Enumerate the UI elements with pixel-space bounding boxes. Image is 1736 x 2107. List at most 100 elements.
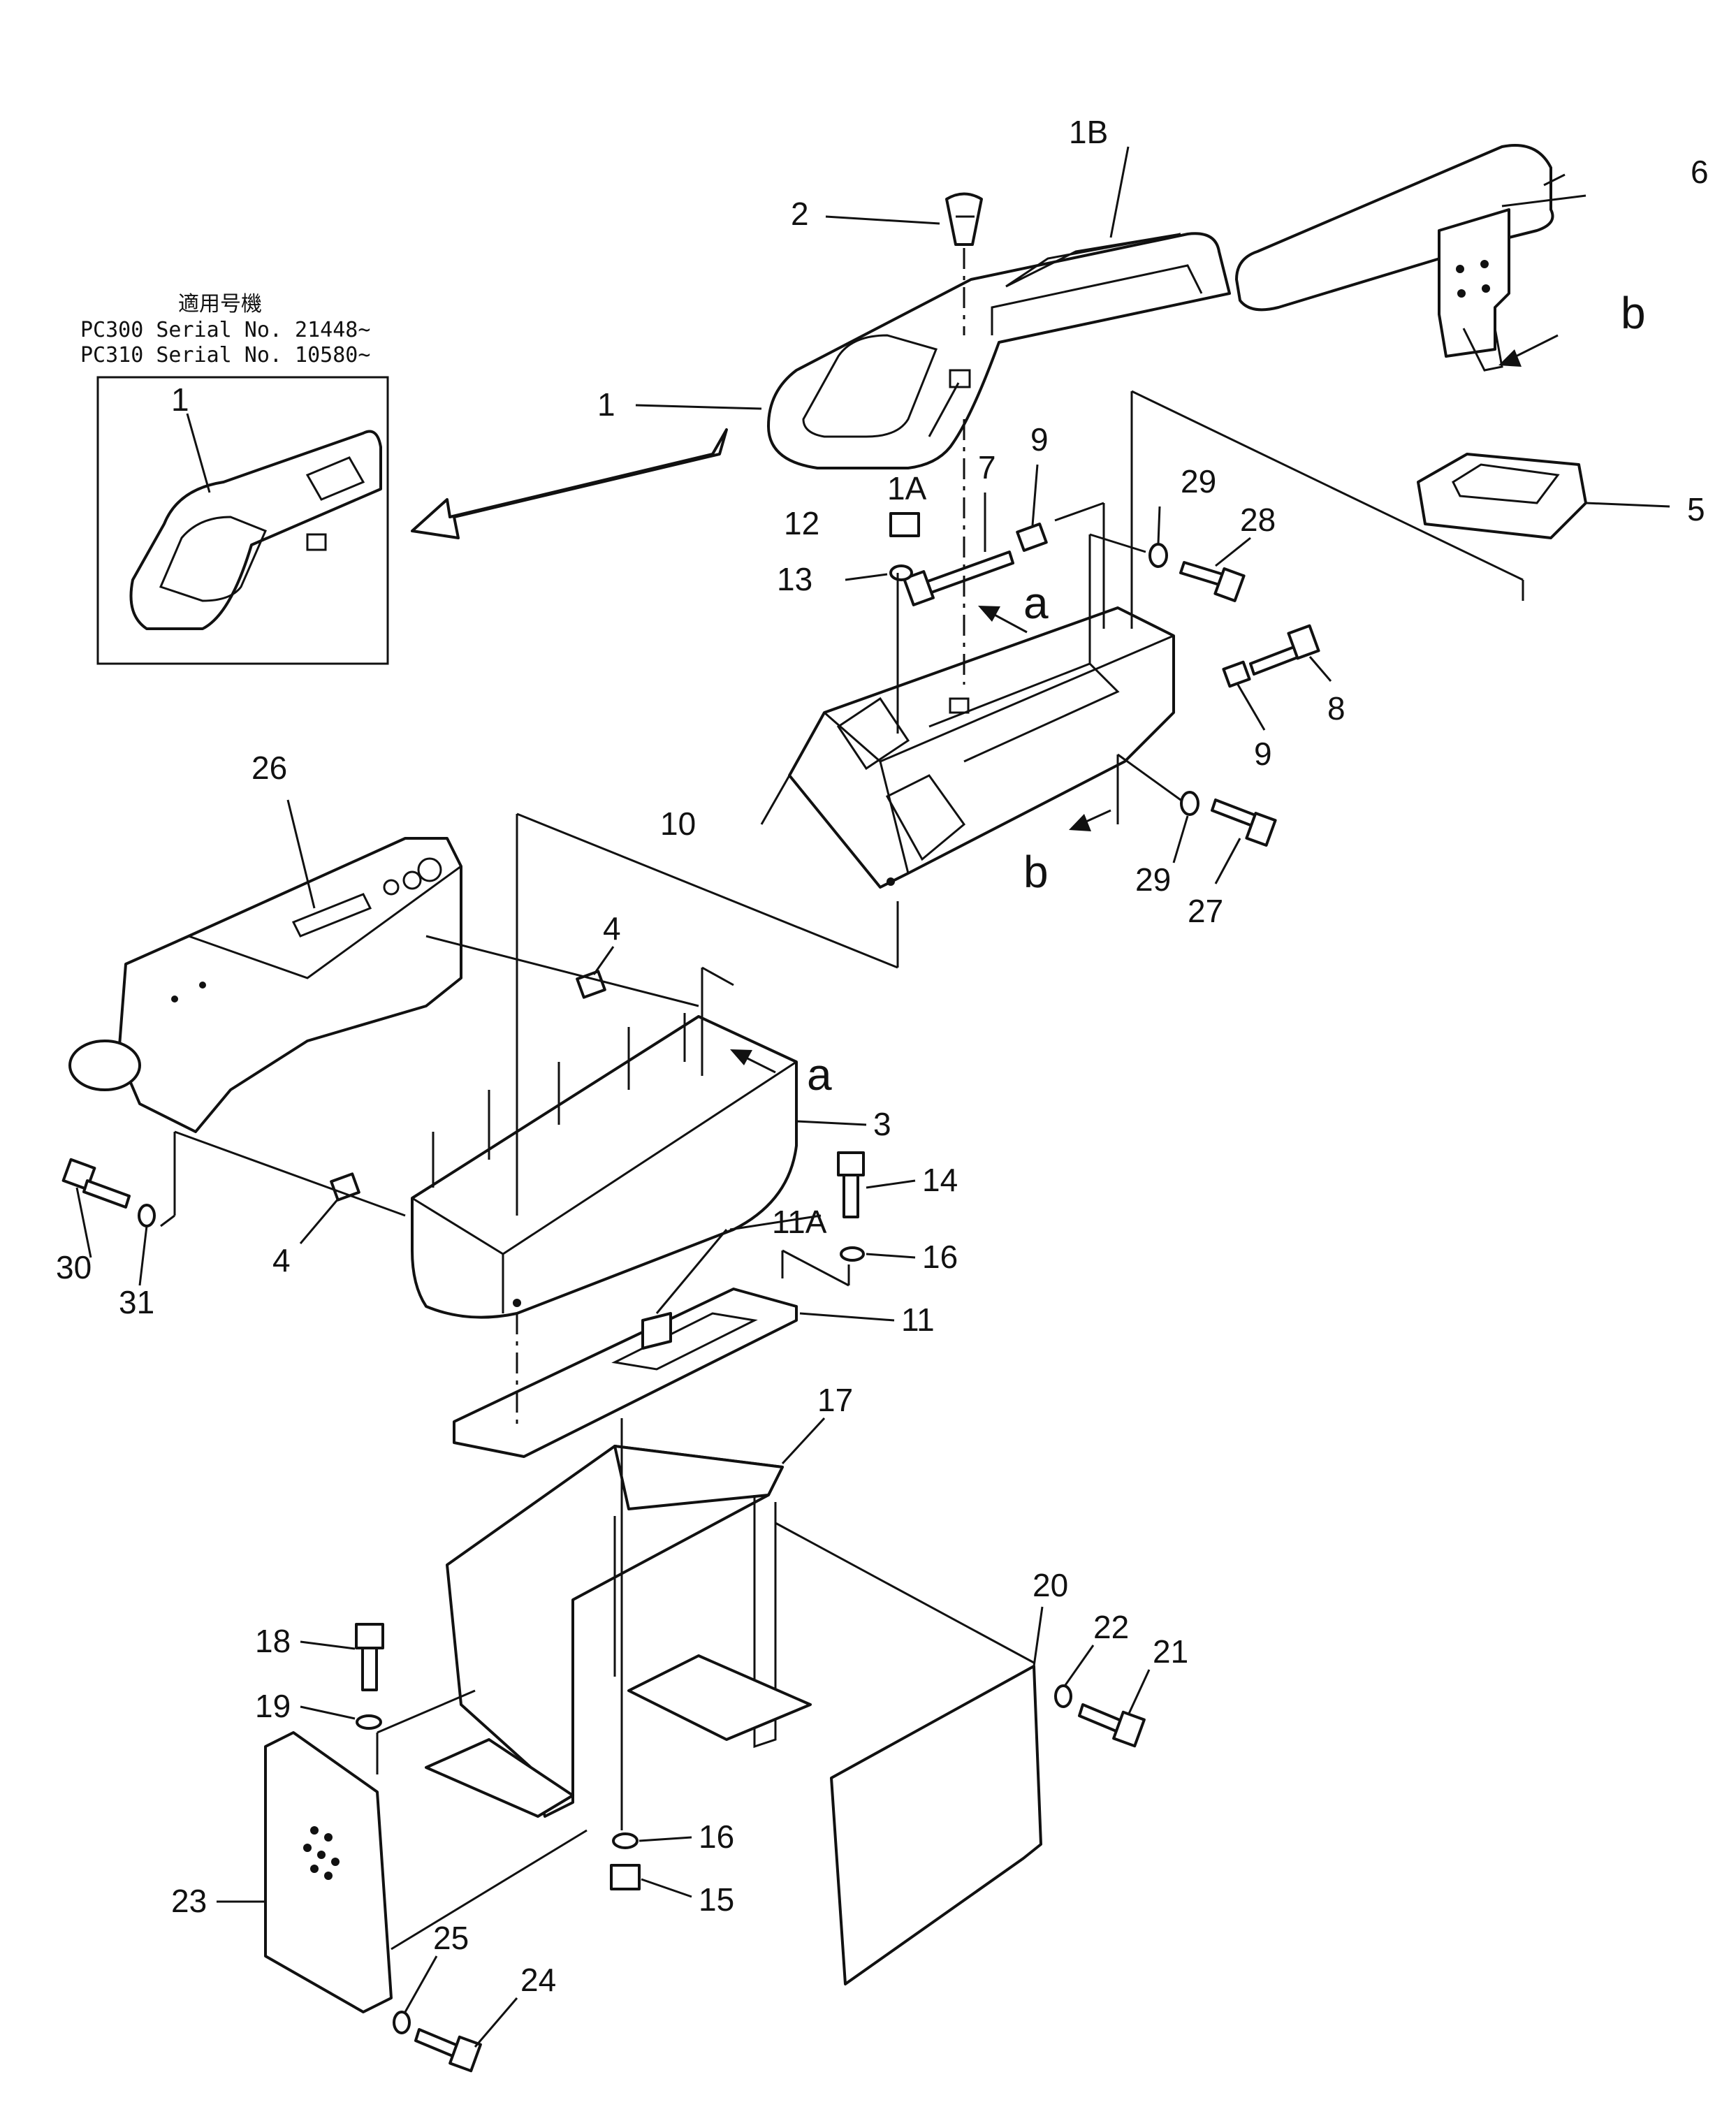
- leader-21: [1127, 1669, 1151, 1716]
- part-26-frame-top-edge: [188, 865, 462, 979]
- part-10-left-opening: [836, 697, 910, 771]
- part-18-bolt: [361, 1647, 378, 1691]
- label-29-upper: 29: [1181, 463, 1216, 500]
- part-20-panel-plate: [830, 1665, 1042, 1985]
- part-8-bolt: [1249, 645, 1301, 676]
- part-11a-cable: [655, 1229, 728, 1314]
- label-8: 8: [1327, 690, 1345, 727]
- label-24: 24: [520, 1962, 556, 1998]
- view-mark-a-lower: a: [807, 1049, 832, 1100]
- part-10-inner-tray: [928, 662, 1120, 763]
- leader-30: [75, 1187, 92, 1258]
- inset-leader-1: [186, 413, 211, 493]
- leader-6: [1543, 173, 1566, 187]
- part-17-foot-right: [627, 1654, 812, 1741]
- part-10-panel: [885, 774, 966, 861]
- label-28: 28: [1240, 502, 1276, 538]
- part-6-tab: [1462, 328, 1503, 372]
- inset-reference-arrow: [411, 428, 728, 539]
- part-1-cover-ridge: [991, 264, 1203, 335]
- inset-cover-slot: [305, 456, 365, 501]
- arrow-a-lower-head: [730, 1049, 752, 1065]
- serial-inset: 適用号機 PC300 Serial No. 21448~ PC310 Seria…: [80, 292, 389, 665]
- part-7-bolt: [921, 551, 1014, 596]
- part-4-spacer-lower: [330, 1172, 360, 1202]
- label-7: 7: [978, 449, 996, 486]
- part-12-nut: [889, 512, 920, 537]
- part-10-frame-body: [788, 606, 1175, 889]
- part-11-plate: [453, 1288, 798, 1458]
- part-6-hole-3: [1457, 289, 1466, 298]
- leader-2: [825, 215, 940, 225]
- part-10-frame-top-edge: [880, 634, 1174, 763]
- label-13: 13: [777, 561, 812, 597]
- leader-11a: [729, 1214, 822, 1231]
- part-1a-switch: [949, 369, 971, 388]
- inset-heading: 適用号機: [178, 292, 262, 316]
- leader-26: [286, 799, 316, 909]
- leader-5: [1585, 502, 1670, 508]
- label-14: 14: [922, 1162, 958, 1198]
- part-30-bolt: [82, 1179, 131, 1209]
- leader-1a: [928, 382, 960, 437]
- label-18: 18: [255, 1623, 291, 1659]
- part-20-side-panel: [830, 1665, 1042, 1985]
- guide-line-24: [377, 1689, 476, 1734]
- leader-19: [300, 1705, 356, 1720]
- part-26-hole-3: [417, 857, 442, 882]
- part-8-bolt-head: [1287, 624, 1320, 660]
- leader-27: [1214, 838, 1241, 884]
- arrow-b-lower-head: [1069, 814, 1091, 831]
- leader-1b: [1109, 146, 1130, 238]
- inset-console-cover: [129, 430, 382, 630]
- guide-line-7: [1089, 533, 1146, 553]
- part-29-washer-lower: [1180, 791, 1199, 816]
- leader-10: [760, 775, 791, 825]
- arrow-b-upper-head: [1498, 349, 1522, 367]
- arrow-a-upper-head: [978, 606, 1000, 622]
- part-6-bracket: [1438, 208, 1510, 358]
- label-1a: 1A: [887, 470, 927, 506]
- inset-cover-switch: [306, 533, 327, 551]
- part-23-perforations: [303, 1826, 340, 1880]
- part-1-cover-body: [767, 232, 1231, 469]
- part-22-washer: [1054, 1684, 1072, 1708]
- part-11-slot: [611, 1312, 758, 1371]
- part-10-switch: [949, 697, 970, 714]
- part-1-cover: [767, 232, 1231, 469]
- leader-8: [1308, 656, 1332, 682]
- label-19: 19: [255, 1688, 291, 1724]
- leader-29-lower: [1172, 815, 1189, 863]
- part-18-bolt-head: [355, 1623, 384, 1649]
- part-26-knob: [68, 1040, 141, 1091]
- label-10: 10: [660, 805, 696, 842]
- leader-9-lower: [1237, 684, 1266, 731]
- label-3: 3: [873, 1106, 891, 1142]
- label-16-upper: 16: [922, 1239, 958, 1275]
- leader-25: [404, 1955, 438, 2013]
- leader-29-upper: [1157, 506, 1161, 544]
- leader-14: [866, 1179, 916, 1189]
- label-30: 30: [56, 1249, 92, 1285]
- part-2-knob-shape: [945, 192, 983, 246]
- part-6-hole-2: [1480, 260, 1489, 268]
- guide-line-20: [782, 1249, 849, 1287]
- label-27: 27: [1188, 893, 1223, 929]
- leader-3: [796, 1120, 867, 1126]
- part-19-washer: [356, 1714, 382, 1730]
- assembly-lines: [160, 390, 1524, 1951]
- part-26-hole-2: [402, 870, 422, 890]
- label-4-lower: 4: [272, 1242, 291, 1278]
- inset-cover-window: [159, 516, 267, 602]
- leader-22: [1064, 1645, 1095, 1686]
- leader-4-lower: [299, 1197, 340, 1244]
- leader-28: [1215, 537, 1251, 567]
- part-1b-window: [1005, 233, 1181, 288]
- part-3-box-body: [411, 1015, 798, 1319]
- guide-line-16: [701, 966, 734, 986]
- leader-17: [781, 1417, 826, 1465]
- part-11-bracket: [453, 1229, 798, 1458]
- leader-16-lower: [639, 1836, 692, 1842]
- label-9-upper: 9: [1030, 421, 1049, 458]
